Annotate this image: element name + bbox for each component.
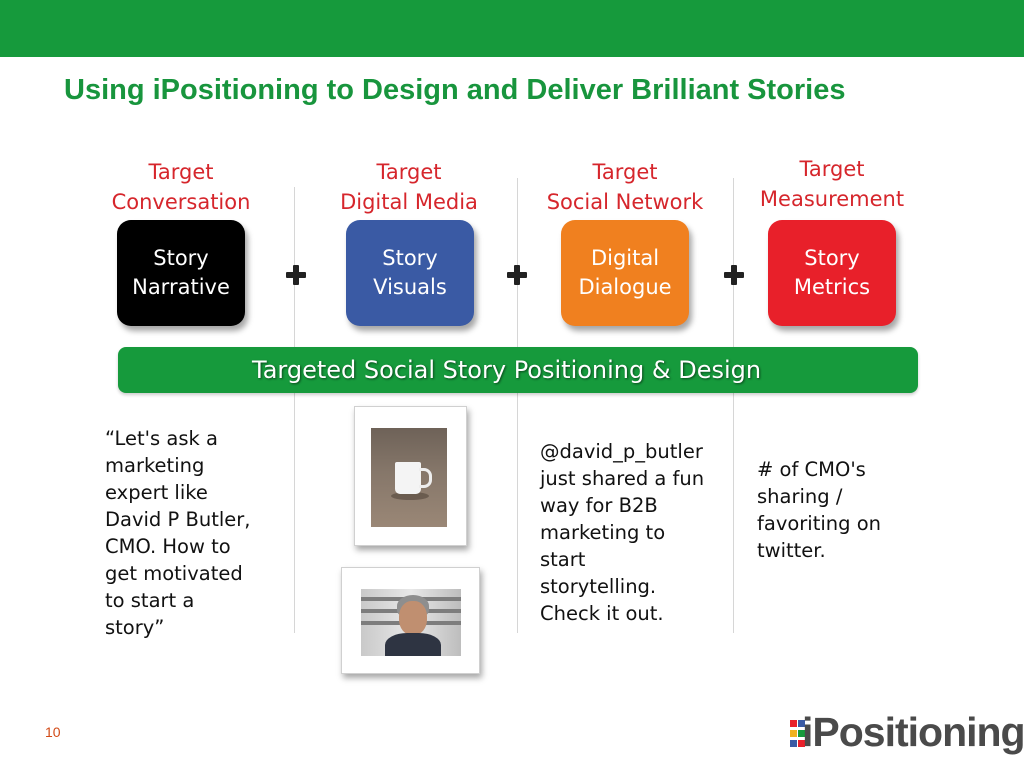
mug-body xyxy=(395,462,421,494)
text-line: “Let's ask a xyxy=(105,427,218,450)
positioning-design-banner: Targeted Social Story Positioning & Desi… xyxy=(118,347,918,393)
box-text-line: Story xyxy=(804,246,860,270)
text-line: marketing xyxy=(105,454,205,477)
box-text-line: Narrative xyxy=(132,275,230,299)
coffee-mug-photo xyxy=(354,406,467,546)
text-line: start xyxy=(540,548,586,571)
text-line: sharing / xyxy=(757,485,843,508)
david-butler-portrait xyxy=(341,567,480,674)
text-line: # of CMO's xyxy=(757,458,866,481)
target-label-line: Digital Media xyxy=(340,190,478,214)
mug-handle xyxy=(419,468,432,488)
target-label-digital-media: Target Digital Media xyxy=(309,157,509,217)
box-text-line: Visuals xyxy=(373,275,447,299)
story-narrative-box: Story Narrative xyxy=(117,220,245,326)
tweet-text: @david_p_butler just shared a fun way fo… xyxy=(540,438,704,627)
box-text-line: Digital xyxy=(590,246,660,270)
logo-wordmark: iPositioning xyxy=(802,709,1024,755)
target-label-line: Target xyxy=(799,157,865,181)
target-label-measurement: Target Measurement xyxy=(732,154,932,214)
ipositioning-logo: iPositioning xyxy=(790,708,1024,758)
text-line: to start a xyxy=(105,589,195,612)
target-label-social-network: Target Social Network xyxy=(525,157,725,217)
portrait-face xyxy=(399,601,427,635)
box-text-line: Story xyxy=(153,246,209,270)
text-line: favoriting on xyxy=(757,512,882,535)
target-label-line: Target xyxy=(376,160,442,184)
text-line: Check it out. xyxy=(540,602,664,625)
column-separator-1 xyxy=(294,187,295,633)
quote-text: “Let's ask a marketing expert like David… xyxy=(105,425,250,641)
text-line: marketing to xyxy=(540,521,666,544)
mug-shadow xyxy=(391,492,429,500)
text-line: David P Butler, xyxy=(105,508,251,531)
digital-dialogue-box: Digital Dialogue xyxy=(561,220,689,326)
text-line: @david_p_butler xyxy=(540,440,703,463)
box-text-line: Dialogue xyxy=(578,275,672,299)
story-metrics-box: Story Metrics xyxy=(768,220,896,326)
plus-icon xyxy=(507,265,527,285)
mug-image-icon xyxy=(371,428,447,527)
column-separator-2 xyxy=(517,178,518,633)
text-line: storytelling. xyxy=(540,575,657,598)
text-line: way for B2B xyxy=(540,494,658,517)
portrait-shirt xyxy=(385,633,441,656)
story-visuals-box: Story Visuals xyxy=(346,220,474,326)
box-text-line: Story xyxy=(382,246,438,270)
target-label-conversation: Target Conversation xyxy=(81,157,281,217)
slide-title: Using iPositioning to Design and Deliver… xyxy=(64,74,846,106)
target-label-line: Measurement xyxy=(759,187,905,211)
plus-icon xyxy=(286,265,306,285)
target-label-line: Target xyxy=(148,160,214,184)
text-line: get motivated xyxy=(105,562,243,585)
logo-mark-icon xyxy=(790,716,808,756)
text-line: CMO. How to xyxy=(105,535,231,558)
text-line: story” xyxy=(105,616,165,639)
target-label-line: Social Network xyxy=(546,190,704,214)
plus-icon xyxy=(724,265,744,285)
text-line: expert like xyxy=(105,481,208,504)
target-label-line: Target xyxy=(592,160,658,184)
text-line: twitter. xyxy=(757,539,826,562)
page-number: 10 xyxy=(45,724,61,740)
column-separator-3 xyxy=(733,178,734,633)
box-text-line: Metrics xyxy=(793,275,871,299)
portrait-image-icon xyxy=(361,589,461,656)
text-line: just shared a fun xyxy=(540,467,705,490)
metric-text: # of CMO's sharing / favoriting on twitt… xyxy=(757,456,881,564)
top-header-bar xyxy=(0,0,1024,57)
target-label-line: Conversation xyxy=(111,190,251,214)
